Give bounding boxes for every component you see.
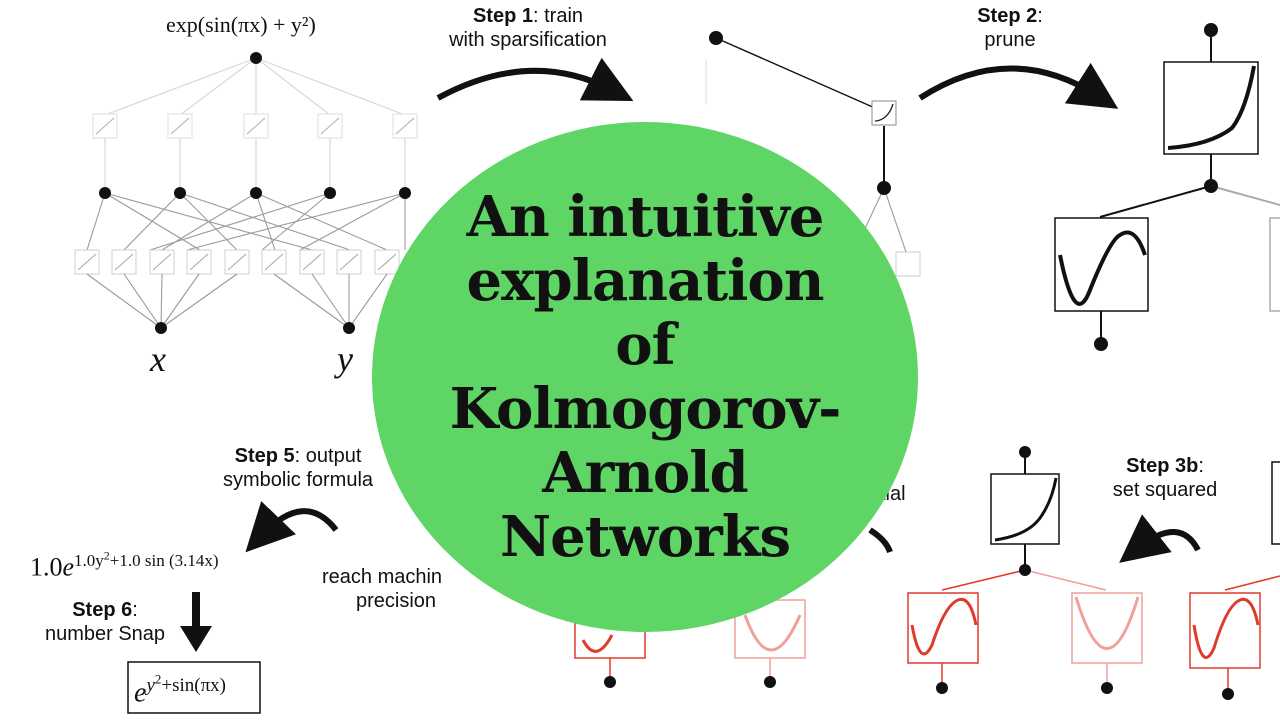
title-line: An intuitive xyxy=(466,184,825,250)
title-circle: An intuitive explanation of Kolmogorov- … xyxy=(372,122,918,632)
initial-network xyxy=(74,52,418,334)
step1-label: Step 1: train with sparsification xyxy=(449,5,607,51)
input-x-label: x xyxy=(150,339,166,379)
title-line: of xyxy=(615,312,675,378)
symbolic-network xyxy=(907,446,1143,694)
step4-partial-label: reach machin precision xyxy=(322,566,443,612)
step2-label: Step 2: prune xyxy=(977,5,1043,51)
title-line: explanation xyxy=(466,248,825,314)
pruned-network xyxy=(1054,23,1280,351)
step6-label: Step 6: number Snap xyxy=(44,599,166,645)
title-line: Kolmogorov- xyxy=(449,376,842,442)
step5-arrow xyxy=(245,501,339,553)
input-node-x xyxy=(155,322,167,334)
title-line: Networks xyxy=(499,504,791,570)
symbolic-formula-box xyxy=(127,661,261,714)
symbolic-network-partial xyxy=(1189,461,1280,700)
step3b-label: Step 3b: set squared xyxy=(1112,455,1218,501)
symbolic-formula: ey2+sin(πx) xyxy=(134,672,227,709)
output-node xyxy=(250,52,262,64)
step6-arrow xyxy=(180,592,212,652)
numeric-formula: 1.0e1.0y2+1.0 sin (3.14x) xyxy=(30,548,219,582)
step5-label: Step 5: output symbolic formula xyxy=(222,445,374,491)
step1-arrow xyxy=(436,57,634,101)
sparse-network xyxy=(705,31,921,277)
step3b-arrow xyxy=(1119,514,1201,563)
input-node-y xyxy=(343,322,355,334)
input-y-label: y xyxy=(337,339,353,379)
title-line: Arnold xyxy=(542,440,748,506)
target-function-label: exp(sin(πx) + y²) xyxy=(166,12,316,37)
step2-arrow xyxy=(918,62,1119,109)
bottom-middle-partial xyxy=(574,527,893,688)
